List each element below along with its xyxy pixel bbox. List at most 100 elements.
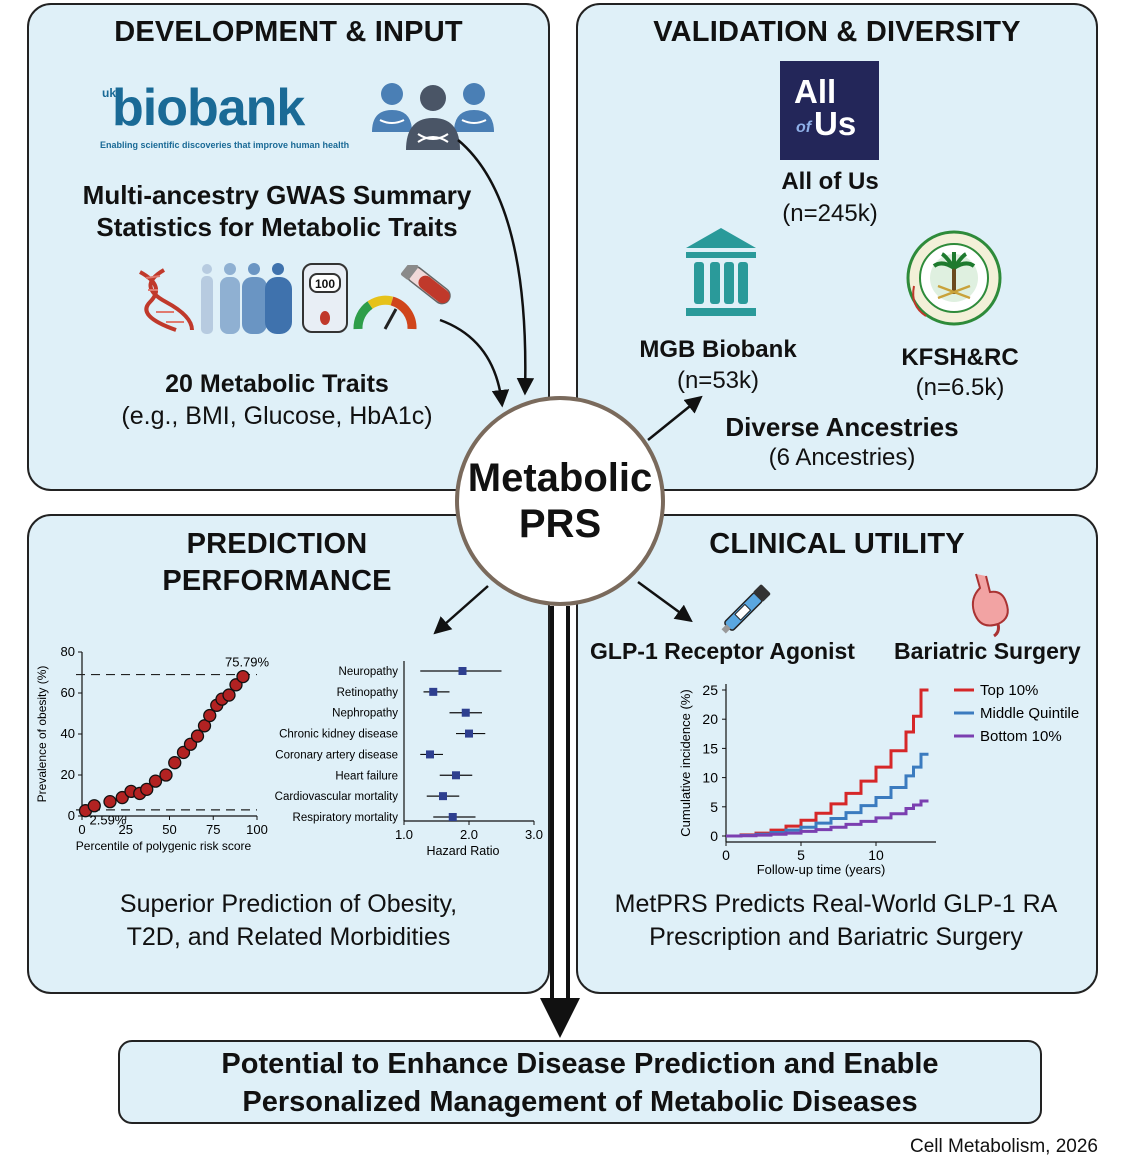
allofus-n: (n=245k): [782, 200, 878, 227]
x-tick-label: 2.0: [460, 827, 478, 842]
y-axis-title: Cumulative incidence (%): [678, 689, 693, 836]
glp1-label: GLP-1 Receptor Agonist: [590, 638, 855, 664]
y-tick-label: 5: [710, 799, 718, 815]
kfsh-n: (n=6.5k): [915, 374, 1005, 401]
arrow-traits-to-prs: [439, 318, 510, 408]
hazard-ratio-marker: [448, 813, 457, 821]
prediction-heading-line1: PREDICTION: [186, 528, 368, 560]
data-point: [236, 669, 250, 684]
x-tick-label: 0: [722, 847, 730, 863]
mgb-n: (n=53k): [676, 367, 760, 394]
conclusion-box: Potential to Enhance Disease Prediction …: [118, 1040, 1042, 1124]
x-tick-label: 75: [206, 822, 220, 837]
allofus-logo-all: All: [794, 73, 837, 110]
kfsh-seal-icon: [906, 230, 1002, 326]
clinical-caption-line1: MetPRS Predicts Real-World GLP-1 RA: [614, 890, 1058, 918]
y-tick-label: 0: [68, 808, 75, 823]
metabolic-prs-circle: Metabolic PRS: [455, 396, 665, 606]
y-tick-label: 15: [702, 740, 718, 756]
hazard-ratio-marker: [429, 687, 438, 696]
glucose-meter-screen: 100: [309, 273, 341, 293]
y-tick-label: 0: [710, 828, 718, 844]
mgb-biobank-logo-icon: [686, 228, 756, 316]
prediction-heading-line2: PERFORMANCE: [162, 565, 392, 597]
arrow-people-to-prs: [457, 139, 535, 396]
hazard-ratio-marker: [439, 792, 447, 801]
kfsh-name: KFSH&RC: [901, 344, 1019, 371]
panel-development-input: [27, 3, 550, 491]
prs-line2: PRS: [518, 502, 602, 546]
forest-category-label: Chronic kidney disease: [279, 729, 398, 741]
y-tick-label: 40: [61, 726, 75, 741]
forest-category-label: Cardiovascular mortality: [275, 791, 399, 803]
y-tick-label: 20: [702, 711, 718, 727]
arrow-prs-to-clinical: [637, 580, 693, 623]
data-point: [190, 729, 205, 743]
injection-pen-icon: [721, 584, 771, 634]
body-size-silhouettes-icon: [201, 263, 292, 334]
diverse-title: Diverse Ancestries: [725, 412, 959, 442]
all-of-us-logo: All of Us: [780, 61, 879, 160]
y-axis-title: Prevalence of obesity (%): [35, 666, 49, 803]
y-tick-label: 80: [61, 644, 75, 659]
allofus-logo-us: Us: [814, 105, 857, 142]
glucose-meter-drop: [320, 311, 330, 325]
data-point: [148, 774, 163, 788]
legend-label: Bottom 10%: [980, 728, 1062, 745]
x-tick-label: 0: [78, 822, 85, 837]
hazard-ratio-marker: [452, 771, 460, 780]
data-point: [203, 708, 217, 723]
prediction-caption-line1: Superior Prediction of Obesity,: [119, 890, 458, 918]
logo-biobank-wordmark: biobank: [112, 79, 305, 137]
forest-category-label: Heart failure: [335, 770, 398, 782]
prs-line1: Metabolic: [467, 456, 653, 500]
x-tick-label: 3.0: [525, 827, 543, 842]
mgb-name: MGB Biobank: [639, 336, 797, 363]
data-point: [168, 756, 182, 770]
x-tick-label: 25: [119, 822, 133, 837]
stomach-icon: [971, 573, 1009, 638]
x-axis-title: Follow-up time (years): [757, 862, 886, 877]
forest-category-label: Nephropathy: [332, 708, 398, 720]
logo-tagline: Enabling scientific discoveries that imp…: [100, 140, 350, 150]
data-point: [159, 768, 173, 782]
y-tick-label: 10: [702, 770, 718, 786]
panel-prediction-performance: [27, 514, 550, 994]
hazard-ratio-marker: [461, 708, 470, 717]
conclusion-line1: Potential to Enhance Disease Prediction …: [221, 1048, 939, 1080]
arrow-prs-to-validation: [647, 395, 703, 441]
data-point: [222, 688, 236, 702]
hazard-ratio-marker: [458, 667, 467, 675]
dev-heading: DEVELOPMENT & INPUT: [114, 16, 463, 48]
hazard-ratio-marker: [426, 750, 434, 759]
x-axis-title: Hazard Ratio: [427, 844, 500, 858]
x-tick-label: 5: [797, 847, 805, 863]
validation-heading: VALIDATION & DIVERSITY: [653, 16, 1021, 48]
allofus-logo-of: of: [796, 119, 812, 136]
citation: Cell Metabolism, 2026: [910, 1136, 1098, 1157]
data-point: [87, 799, 101, 813]
bariatric-label: Bariatric Surgery: [894, 638, 1081, 664]
data-point: [197, 719, 212, 733]
forest-category-label: Respiratory mortality: [293, 812, 399, 824]
legend-label: Middle Quintile: [980, 705, 1079, 722]
glucose-meter-icon: 100: [302, 263, 348, 333]
uk-biobank-logo: uk biobank Enabling scientific discoveri…: [100, 79, 350, 154]
x-tick-label: 100: [246, 822, 268, 837]
arrow-prs-to-conclusion-head: [540, 998, 580, 1038]
arrow-prs-to-prediction: [433, 585, 489, 635]
legend-label: Top 10%: [980, 682, 1038, 699]
data-point: [103, 794, 117, 809]
annotation-min: 2.59%: [90, 813, 127, 828]
x-tick-label: 50: [162, 822, 176, 837]
x-axis-title: Percentile of polygenic risk score: [76, 839, 252, 853]
forest-category-label: Neuropathy: [339, 666, 399, 678]
gwas-line2: Statistics for Metabolic Traits: [96, 212, 458, 242]
dna-helix-icon: [139, 268, 194, 332]
traits-title: 20 Metabolic Traits: [165, 370, 389, 398]
gauge-blood-tube-icon: [353, 265, 451, 330]
people-dna-icon: [372, 83, 494, 150]
allofus-name: All of Us: [781, 168, 879, 195]
